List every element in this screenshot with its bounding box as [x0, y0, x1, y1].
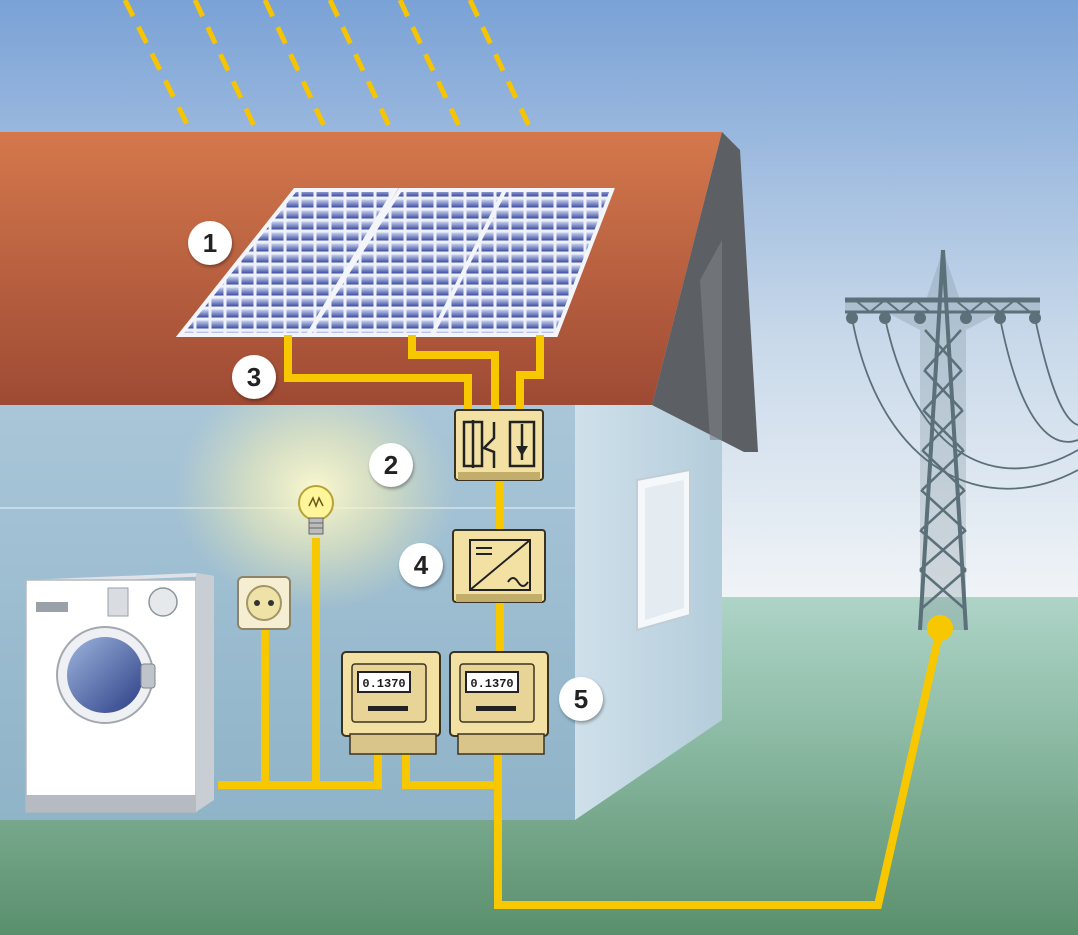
meter-readout: 0.1370 — [362, 677, 405, 691]
pylon-insulators — [846, 312, 1041, 324]
meter-cable — [402, 752, 498, 789]
house-cable — [218, 752, 382, 789]
feed-in-meter: 0.1370 — [449, 651, 549, 755]
dc-cable — [516, 335, 544, 412]
callout-meters: 5 — [559, 677, 603, 721]
callout-junction-box: 2 — [369, 443, 413, 487]
dc-cable — [284, 335, 472, 412]
cables — [218, 335, 944, 909]
washing-machine-icon — [25, 573, 214, 813]
callout-inverter: 4 — [399, 543, 443, 587]
power-socket-icon — [237, 576, 291, 630]
power-pylon-icon — [845, 249, 1078, 631]
solar-panel — [428, 188, 615, 337]
solar-modules — [175, 188, 615, 337]
consumption-meter: 0.1370 — [341, 651, 441, 755]
junction-box — [454, 409, 544, 481]
inverter — [452, 529, 546, 603]
callout-dc-cable: 3 — [232, 355, 276, 399]
callout-solar-modules: 1 — [188, 221, 232, 265]
grid-cable — [494, 629, 944, 909]
meter-readout: 0.1370 — [470, 677, 513, 691]
light-bulb-icon — [298, 485, 334, 535]
dc-cable — [408, 335, 499, 412]
window — [636, 468, 691, 632]
grid-connection-point — [927, 615, 953, 641]
